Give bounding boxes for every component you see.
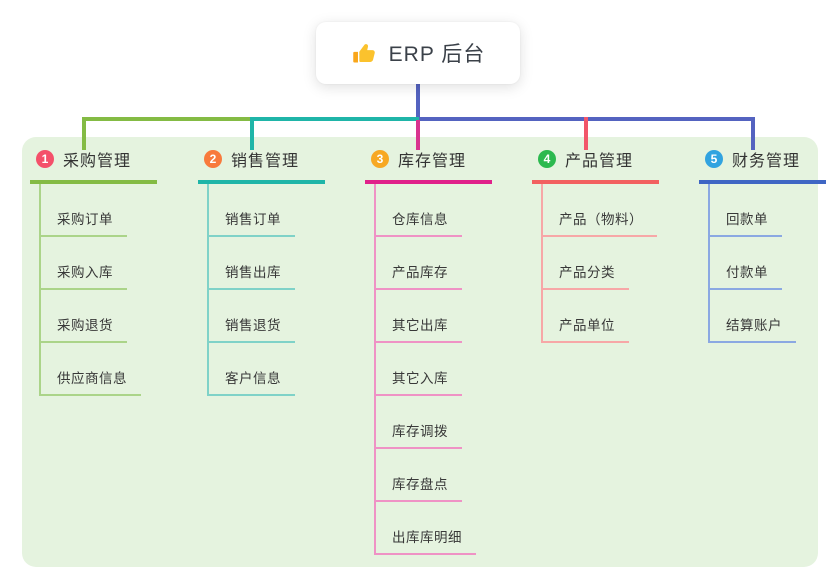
branch-children: 仓库信息产品库存其它出库其它入库库存调拨库存盘点出库库明细 (374, 184, 476, 555)
branch-number-badge: 5 (705, 150, 723, 168)
child-item[interactable]: 采购退货 (41, 290, 127, 343)
root-label: ERP 后台 (388, 43, 486, 66)
branch-header[interactable]: 4 产品管理 (532, 147, 660, 184)
branch-5: 5 财务管理 回款单付款单结算账户 (699, 147, 827, 343)
branch-number-badge: 2 (204, 150, 222, 168)
child-item[interactable]: 产品分类 (543, 237, 629, 290)
child-item[interactable]: 采购入库 (41, 237, 127, 290)
connector-horizontal-left (82, 117, 252, 121)
mindmap-panel: 1 采购管理 采购订单采购入库采购退货供应商信息 2 销售管理 销售订单销售出库… (22, 137, 827, 567)
branch-children: 产品（物料）产品分类产品单位 (541, 184, 657, 343)
child-item[interactable]: 供应商信息 (41, 343, 141, 396)
branch-header[interactable]: 5 财务管理 (699, 147, 827, 184)
child-item[interactable]: 产品库存 (376, 237, 462, 290)
connector-root-vertical (416, 82, 420, 121)
child-item[interactable]: 客户信息 (209, 343, 295, 396)
connector-drop-3 (416, 120, 420, 150)
branch-2: 2 销售管理 销售订单销售出库销售退货客户信息 (198, 147, 326, 396)
branch-4: 4 产品管理 产品（物料）产品分类产品单位 (532, 147, 660, 343)
branch-number-badge: 4 (538, 150, 556, 168)
root-node[interactable]: ERP 后台 (316, 22, 520, 84)
child-item[interactable]: 出库库明细 (376, 502, 476, 555)
thumbs-up-icon (352, 43, 375, 62)
child-item[interactable]: 采购订单 (41, 184, 127, 237)
child-item[interactable]: 其它入库 (376, 343, 462, 396)
child-item[interactable]: 库存盘点 (376, 449, 462, 502)
connector-horizontal-middle (250, 117, 419, 121)
child-item[interactable]: 销售订单 (209, 184, 295, 237)
branch-label: 库存管理 (398, 153, 467, 170)
branch-3: 3 库存管理 仓库信息产品库存其它出库其它入库库存调拨库存盘点出库库明细 (365, 147, 493, 555)
connector-drop-5 (751, 117, 755, 150)
branch-label: 采购管理 (63, 153, 132, 170)
connector-drop-1 (82, 117, 86, 150)
child-item[interactable]: 付款单 (710, 237, 782, 290)
child-item[interactable]: 库存调拨 (376, 396, 462, 449)
branch-label: 产品管理 (565, 153, 634, 170)
branch-children: 采购订单采购入库采购退货供应商信息 (39, 184, 141, 396)
branch-header[interactable]: 2 销售管理 (198, 147, 326, 184)
branch-header[interactable]: 1 采购管理 (30, 147, 158, 184)
connector-drop-4 (584, 117, 588, 150)
branch-number-badge: 1 (36, 150, 54, 168)
child-item[interactable]: 产品（物料） (543, 184, 657, 237)
child-item[interactable]: 销售退货 (209, 290, 295, 343)
branch-children: 销售订单销售出库销售退货客户信息 (207, 184, 295, 396)
child-item[interactable]: 仓库信息 (376, 184, 462, 237)
branch-header[interactable]: 3 库存管理 (365, 147, 493, 184)
child-item[interactable]: 回款单 (710, 184, 782, 237)
branch-label: 财务管理 (732, 153, 801, 170)
child-item[interactable]: 产品单位 (543, 290, 629, 343)
child-item[interactable]: 其它出库 (376, 290, 462, 343)
branch-1: 1 采购管理 采购订单采购入库采购退货供应商信息 (30, 147, 158, 396)
connector-drop-2 (250, 117, 254, 150)
branch-label: 销售管理 (231, 153, 300, 170)
branch-children: 回款单付款单结算账户 (708, 184, 796, 343)
child-item[interactable]: 结算账户 (710, 290, 796, 343)
branch-number-badge: 3 (371, 150, 389, 168)
child-item[interactable]: 销售出库 (209, 237, 295, 290)
